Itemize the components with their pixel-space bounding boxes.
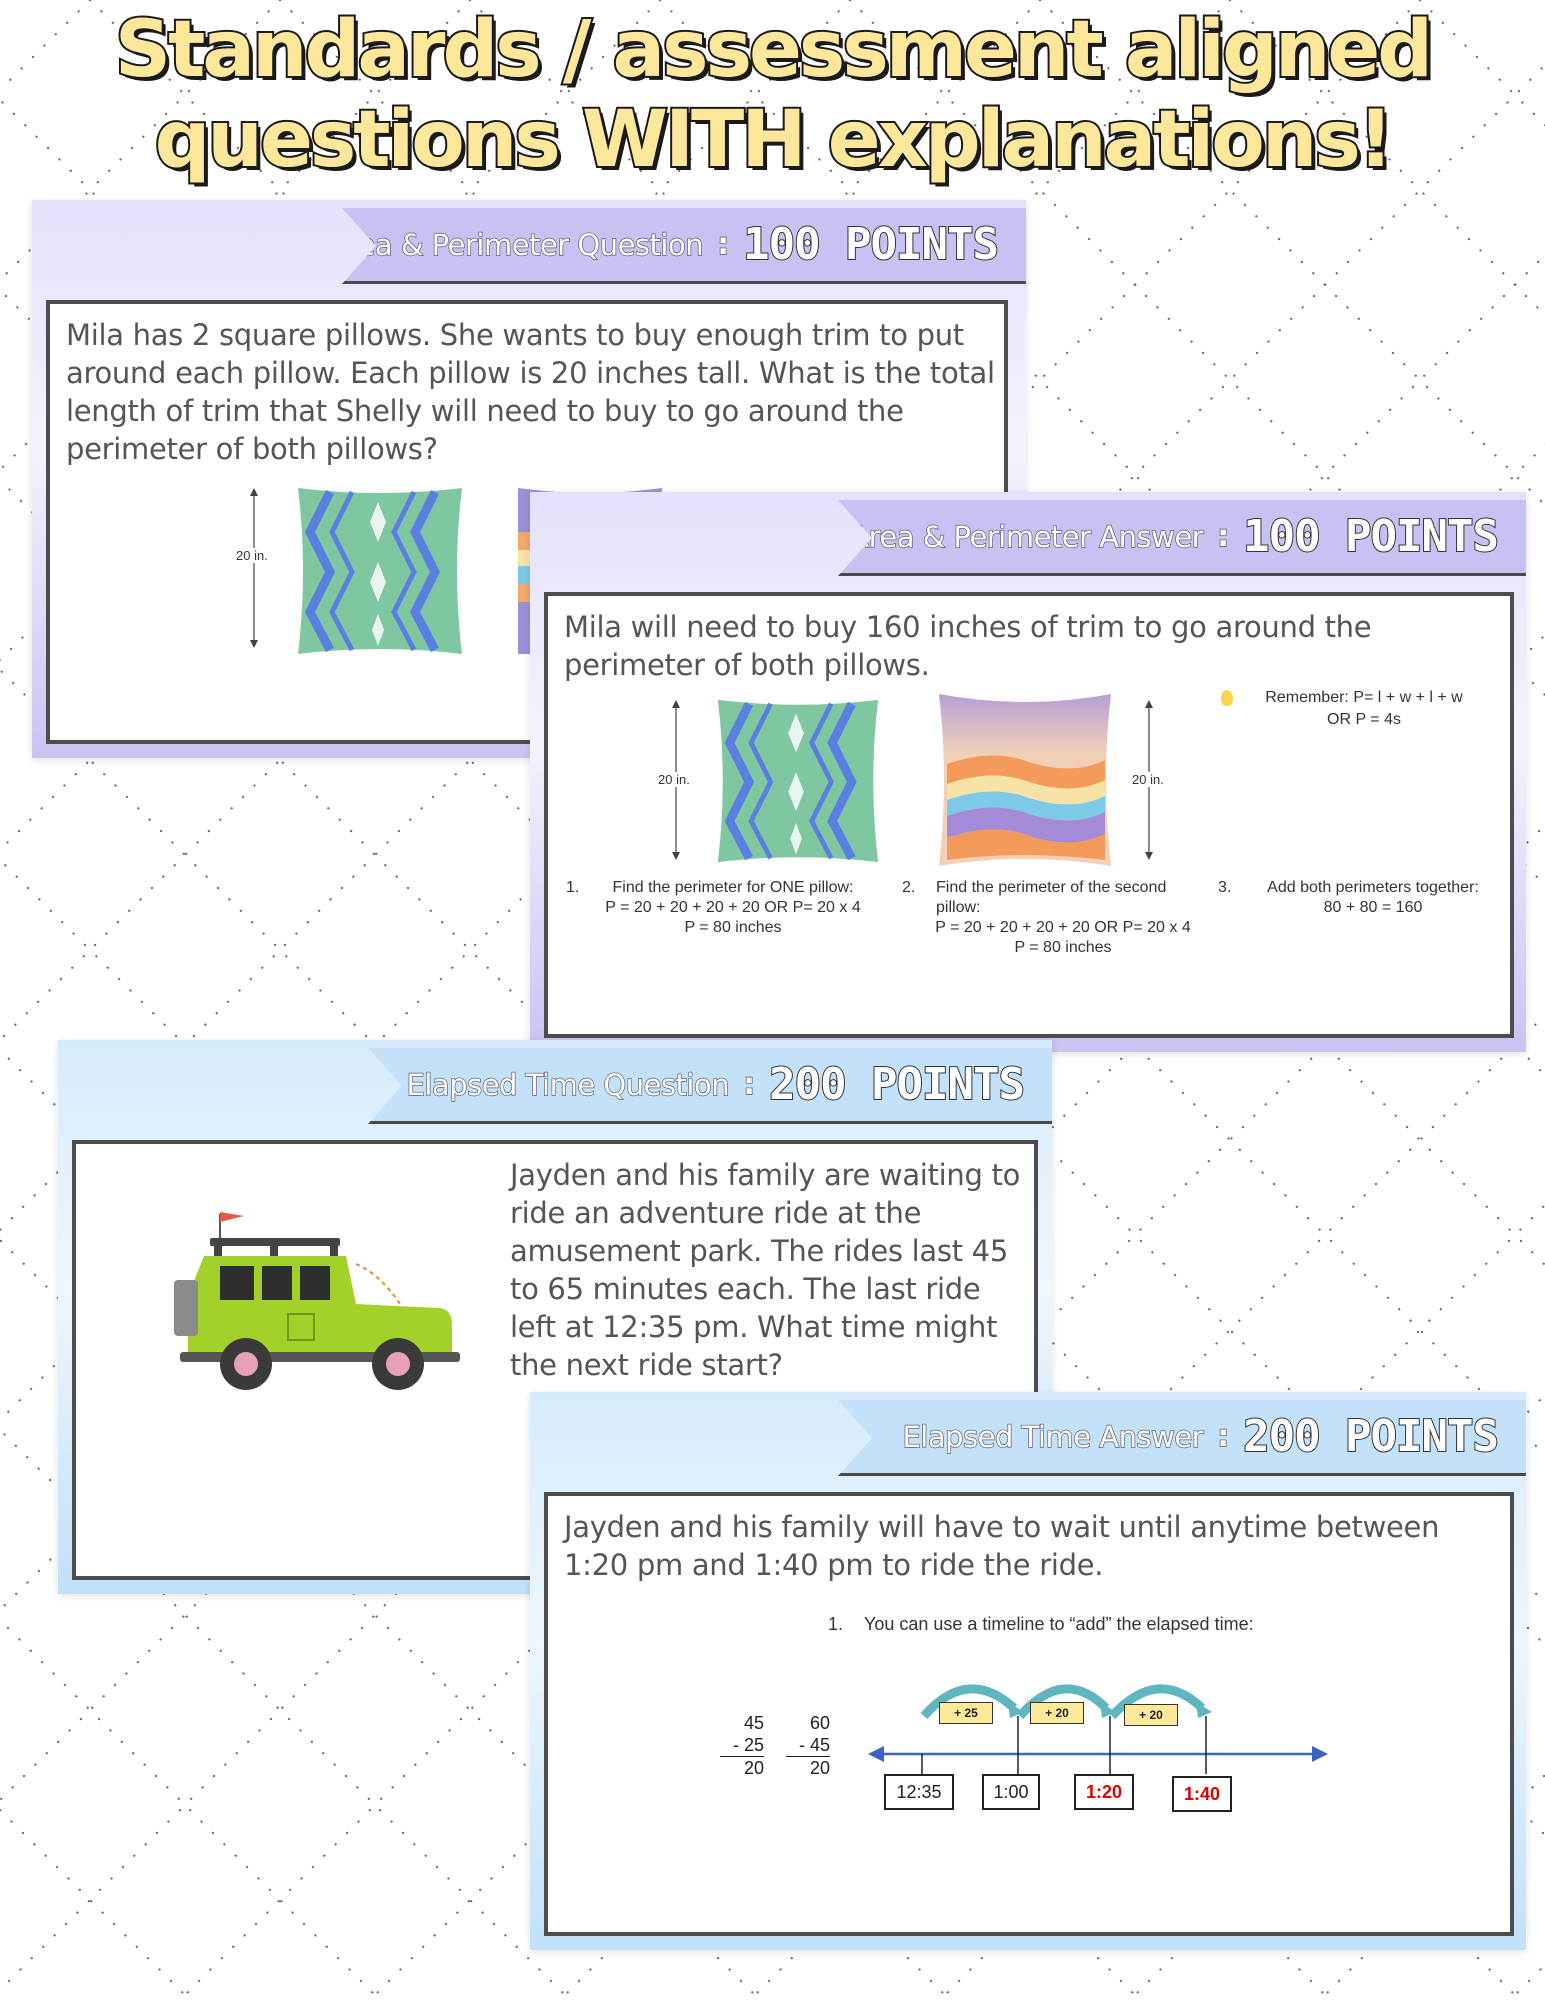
slide-area-perimeter-answer: Area & Perimeter Answer : 100 POINTS Mil… <box>530 492 1526 1052</box>
green-pillow-image <box>717 699 879 863</box>
points-label: 100 POINTS <box>742 218 1000 271</box>
subtraction-60-45: 60 - 45 20 <box>786 1712 830 1779</box>
step-2-number: 2. <box>902 879 916 896</box>
banner-title: Area & Perimeter Answer <box>849 519 1205 554</box>
answer-text: Jayden and his family will have to wait … <box>564 1510 1440 1582</box>
time-box-140: 1:40 <box>1172 1776 1232 1812</box>
step-1-text: You can use a timeline to “add” the elap… <box>864 1614 1254 1634</box>
jump-label-2: + 20 <box>1030 1702 1084 1724</box>
slide-banner: Elapsed Time Question : 200 POINTS <box>368 1048 1052 1124</box>
headline-line-2: questions WITH explanations! <box>153 93 1396 187</box>
time-box-120: 1:20 <box>1074 1774 1134 1810</box>
step-3-line-2: 80 + 80 = 160 <box>1323 899 1423 916</box>
jump-label-3: + 20 <box>1124 1704 1178 1726</box>
step-1-line-2: P = 20 + 20 + 20 + 20 OR P= 20 x 4 <box>605 899 861 916</box>
step-3-number: 3. <box>1218 879 1232 896</box>
remember-line-2: OR P = 4s <box>1327 711 1401 728</box>
step-1-number: 1. <box>566 879 580 896</box>
banner-title: Area & Perimeter Question <box>327 227 704 262</box>
green-pillow-image <box>298 488 462 654</box>
remember-line-1: Remember: P= l + w + l + w <box>1265 689 1463 706</box>
step-2-line-1: Find the perimeter of the second <box>936 879 1167 896</box>
jeep-icon <box>174 1212 460 1390</box>
answer-box: Jayden and his family will have to wait … <box>544 1492 1514 1936</box>
jump-label-1: + 25 <box>939 1702 993 1724</box>
timeline-graphic <box>868 1684 1328 1774</box>
step-1-line-3: P = 80 inches <box>684 919 782 936</box>
banner-title: Elapsed Time Question <box>406 1067 730 1102</box>
step-1-line-1: Find the perimeter for ONE pillow: <box>612 879 854 896</box>
slide-banner: Area & Perimeter Question : 100 POINTS <box>342 208 1026 284</box>
question-text: Jayden and his family are waiting to rid… <box>510 1158 1021 1382</box>
measure-label-left: 20 in. <box>658 772 690 787</box>
slide-banner: Area & Perimeter Answer : 100 POINTS <box>838 500 1526 576</box>
answer-box: Mila will need to buy 160 inches of trim… <box>544 592 1514 1038</box>
lightbulb-icon <box>1221 690 1233 706</box>
answer-text: Mila will need to buy 160 inches of trim… <box>564 610 1372 682</box>
question-text: Mila has 2 square pillows. She wants to … <box>66 318 995 466</box>
headline-line-1: Standards / assessment aligned <box>113 3 1435 97</box>
step-3-line-1: Add both perimeters together: <box>1267 879 1479 896</box>
measure-label-right: 20 in. <box>1132 772 1164 787</box>
banner-title: Elapsed Time Answer <box>902 1419 1205 1454</box>
slide-elapsed-time-answer: Elapsed Time Answer : 200 POINTS Jayden … <box>530 1392 1526 1950</box>
striped-pillow-image <box>939 694 1111 866</box>
subtraction-45-25: 45 - 25 20 <box>720 1712 764 1779</box>
step-1-number: 1. <box>828 1614 844 1634</box>
slide-banner: Elapsed Time Answer : 200 POINTS <box>838 1400 1526 1476</box>
measure-label: 20 in. <box>236 548 268 563</box>
time-box-1235: 12:35 <box>884 1774 954 1810</box>
points-label: 100 POINTS <box>1242 510 1500 563</box>
time-box-100: 1:00 <box>982 1774 1040 1810</box>
step-2-line-2: pillow: <box>936 899 981 916</box>
height-measure-arrow <box>250 488 258 648</box>
step-2-line-3: P = 20 + 20 + 20 + 20 OR P= 20 x 4 <box>935 919 1191 936</box>
points-label: 200 POINTS <box>1242 1410 1500 1463</box>
step-2-line-4: P = 80 inches <box>1014 939 1112 956</box>
points-label: 200 POINTS <box>768 1058 1026 1111</box>
